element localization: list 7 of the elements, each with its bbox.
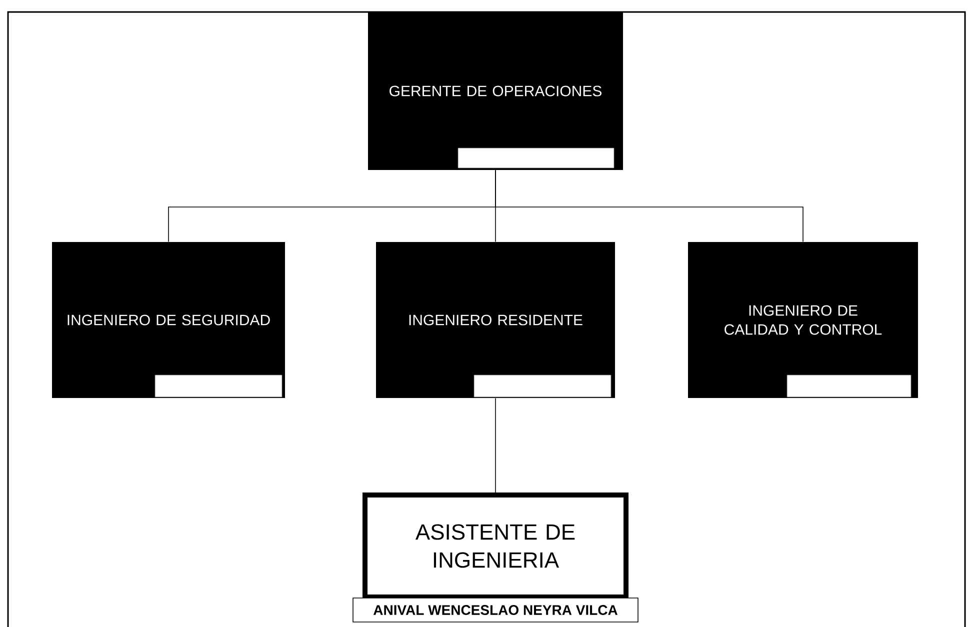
position-box: INGENIERO DE CALIDAD Y CONTROL [688, 242, 918, 398]
connector-line [495, 170, 804, 242]
name-plate: ANIVAL WENCESLAO NEYRA VILCA [352, 598, 638, 622]
connector-line [495, 398, 496, 493]
position-box: INGENIERO DE SEGURIDAD [52, 242, 285, 398]
position-box: GERENTE DE OPERACIONES [368, 12, 623, 170]
position-box: INGENIERO RESIDENTE [376, 242, 615, 398]
